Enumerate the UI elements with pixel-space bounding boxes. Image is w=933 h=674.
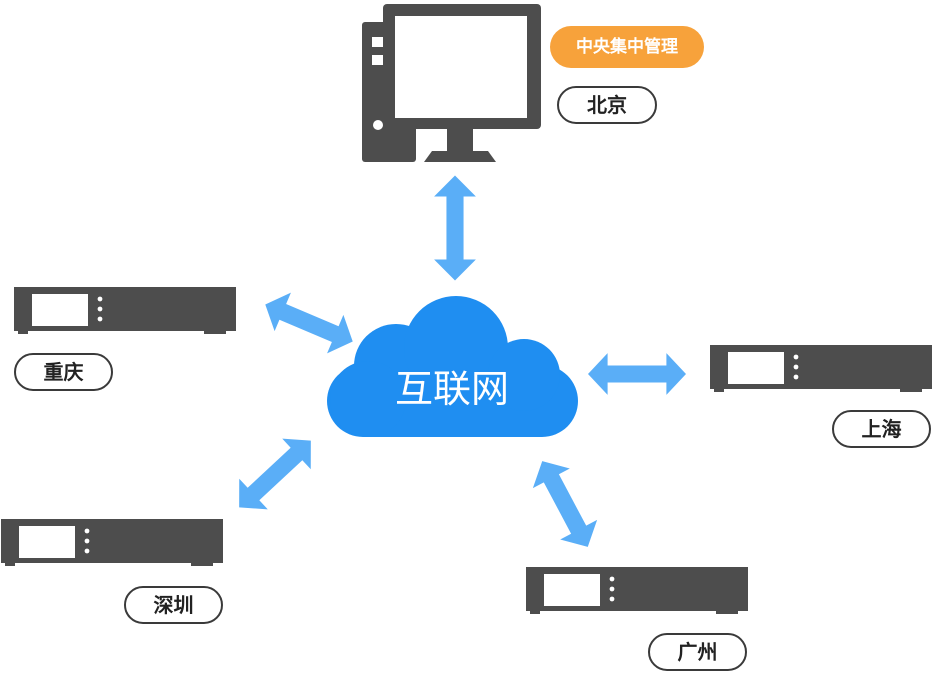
arrow-chongqing-internet — [257, 285, 361, 361]
internet-label: 互联网 — [394, 367, 509, 411]
city-label-shanghai: 上海 — [832, 410, 931, 448]
central-management-badge: 中央集中管理 — [550, 26, 704, 68]
city-label-guangzhou: 广州 — [648, 633, 747, 671]
network-appliance-icon-guangzhou — [526, 567, 748, 614]
city-label-shenzhen: 深圳 — [124, 586, 223, 624]
arrow-guangzhou-internet — [523, 451, 607, 557]
network-appliance-icon-shenzhen — [1, 519, 223, 566]
arrow-shenzhen-internet — [224, 425, 326, 523]
cloud-icon — [327, 296, 578, 437]
desktop-computer-icon — [362, 4, 541, 162]
city-label-beijing: 北京 — [557, 86, 657, 124]
arrow-shanghai-internet — [588, 353, 686, 395]
arrow-hq-internet — [434, 175, 476, 281]
network-appliance-icon-shanghai — [710, 345, 932, 392]
city-label-chongqing: 重庆 — [14, 353, 113, 391]
network-appliance-icon-chongqing — [14, 287, 236, 334]
